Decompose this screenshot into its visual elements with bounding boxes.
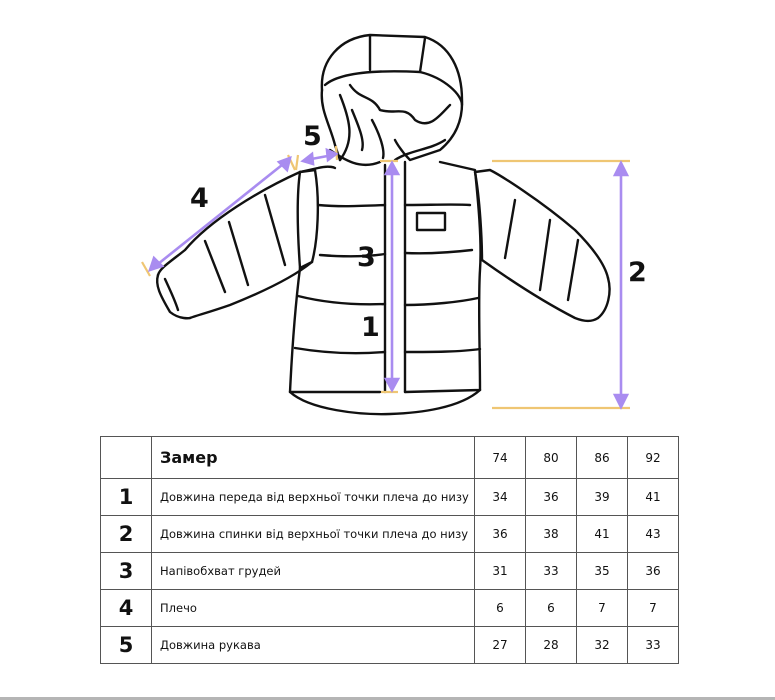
row-value: 41 [576, 515, 628, 553]
row-number: 3 [100, 552, 152, 590]
bottom-divider [0, 697, 775, 700]
table-row: 1 Довжина переда від верхньої точки плеч… [100, 478, 679, 516]
table-row: 4 Плечо 6 6 7 7 [100, 589, 679, 627]
row-value: 43 [627, 515, 679, 553]
row-label: Напівобхват грудей [151, 552, 475, 590]
table-row: 2 Довжина спинки від верхньої точки плеч… [100, 515, 679, 553]
row-value: 32 [576, 626, 628, 664]
dimension-label-2: 2 [628, 257, 647, 288]
row-value: 27 [474, 626, 526, 664]
dimension-label-4: 4 [190, 183, 209, 214]
dimension-label-3: 3 [357, 242, 376, 273]
header-size-86: 86 [576, 436, 628, 479]
row-label: Довжина переда від верхньої точки плеча … [151, 478, 475, 516]
table-row: 3 Напівобхват грудей 31 33 35 36 [100, 552, 679, 590]
row-number: 5 [100, 626, 152, 664]
table-header-row: Замер 74 80 86 92 [100, 436, 679, 479]
header-size-80: 80 [525, 436, 577, 479]
size-chart-table: Замер 74 80 86 92 1 Довжина переда від в… [100, 436, 679, 664]
header-label-cell: Замер [151, 436, 475, 479]
measurement-arrows [147, 147, 630, 410]
row-value: 38 [525, 515, 577, 553]
row-value: 41 [627, 478, 679, 516]
row-number: 2 [100, 515, 152, 553]
row-value: 36 [627, 552, 679, 590]
row-value: 6 [474, 589, 526, 627]
row-value: 33 [627, 626, 679, 664]
header-size-74: 74 [474, 436, 526, 479]
row-value: 34 [474, 478, 526, 516]
row-number: 1 [100, 478, 152, 516]
dimension-label-1: 1 [361, 312, 380, 343]
row-value: 36 [525, 478, 577, 516]
row-value: 31 [474, 552, 526, 590]
jacket-illustration: 1 2 3 4 5 [141, 33, 647, 416]
table-row: 5 Довжина рукава 27 28 32 33 [100, 626, 679, 664]
dimension-label-5: 5 [303, 121, 322, 152]
row-value: 36 [474, 515, 526, 553]
row-value: 39 [576, 478, 628, 516]
row-label: Плечо [151, 589, 475, 627]
row-value: 7 [627, 589, 679, 627]
header-size-92: 92 [627, 436, 679, 479]
row-value: 35 [576, 552, 628, 590]
row-value: 28 [525, 626, 577, 664]
row-value: 7 [576, 589, 628, 627]
row-label: Довжина рукава [151, 626, 475, 664]
row-label: Довжина спинки від верхньої точки плеча … [151, 515, 475, 553]
row-value: 33 [525, 552, 577, 590]
row-number: 4 [100, 589, 152, 627]
jacket-outline [156, 33, 611, 416]
header-number-cell [100, 436, 152, 479]
row-value: 6 [525, 589, 577, 627]
